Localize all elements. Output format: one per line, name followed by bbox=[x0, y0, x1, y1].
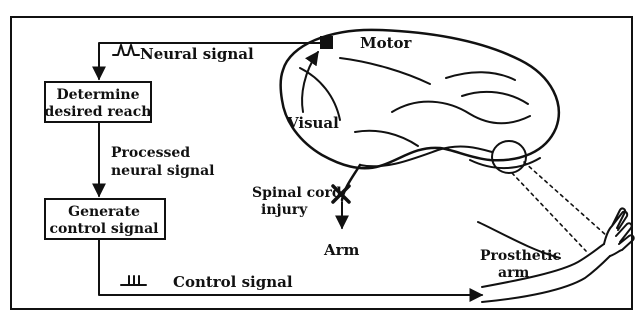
outer-frame bbox=[11, 17, 632, 309]
generate-line1: Generate bbox=[68, 204, 140, 220]
neural-signal-label: Neural signal bbox=[140, 45, 254, 63]
neural-spike-icon bbox=[113, 45, 139, 55]
determine-reach-box: Determine desired reach bbox=[45, 82, 152, 122]
spinal-cord bbox=[342, 165, 360, 200]
control-signal-icon bbox=[121, 276, 146, 285]
processed-line2: neural signal bbox=[111, 163, 214, 179]
generate-control-box: Generate control signal bbox=[45, 199, 165, 239]
visual-to-motor-arrow bbox=[302, 52, 318, 112]
motor-label: Motor bbox=[360, 34, 413, 52]
prosthetic-line1: Prosthetic bbox=[480, 248, 561, 264]
brain-drawing bbox=[281, 30, 559, 168]
prosthetic-line2: arm bbox=[498, 265, 529, 281]
wireless-link-lower bbox=[512, 173, 586, 251]
spinal-line1: Spinal cord bbox=[252, 185, 342, 201]
generate-line2: control signal bbox=[50, 221, 159, 237]
determine-line1: Determine bbox=[56, 87, 139, 103]
motor-area bbox=[320, 36, 333, 49]
arm-label: Arm bbox=[323, 241, 360, 259]
processed-line1: Processed bbox=[111, 145, 190, 161]
control-signal-label: Control signal bbox=[173, 273, 293, 291]
visual-label: Visual bbox=[286, 114, 339, 132]
spinal-line2: injury bbox=[261, 202, 308, 218]
determine-line2: desired reach bbox=[45, 104, 152, 120]
